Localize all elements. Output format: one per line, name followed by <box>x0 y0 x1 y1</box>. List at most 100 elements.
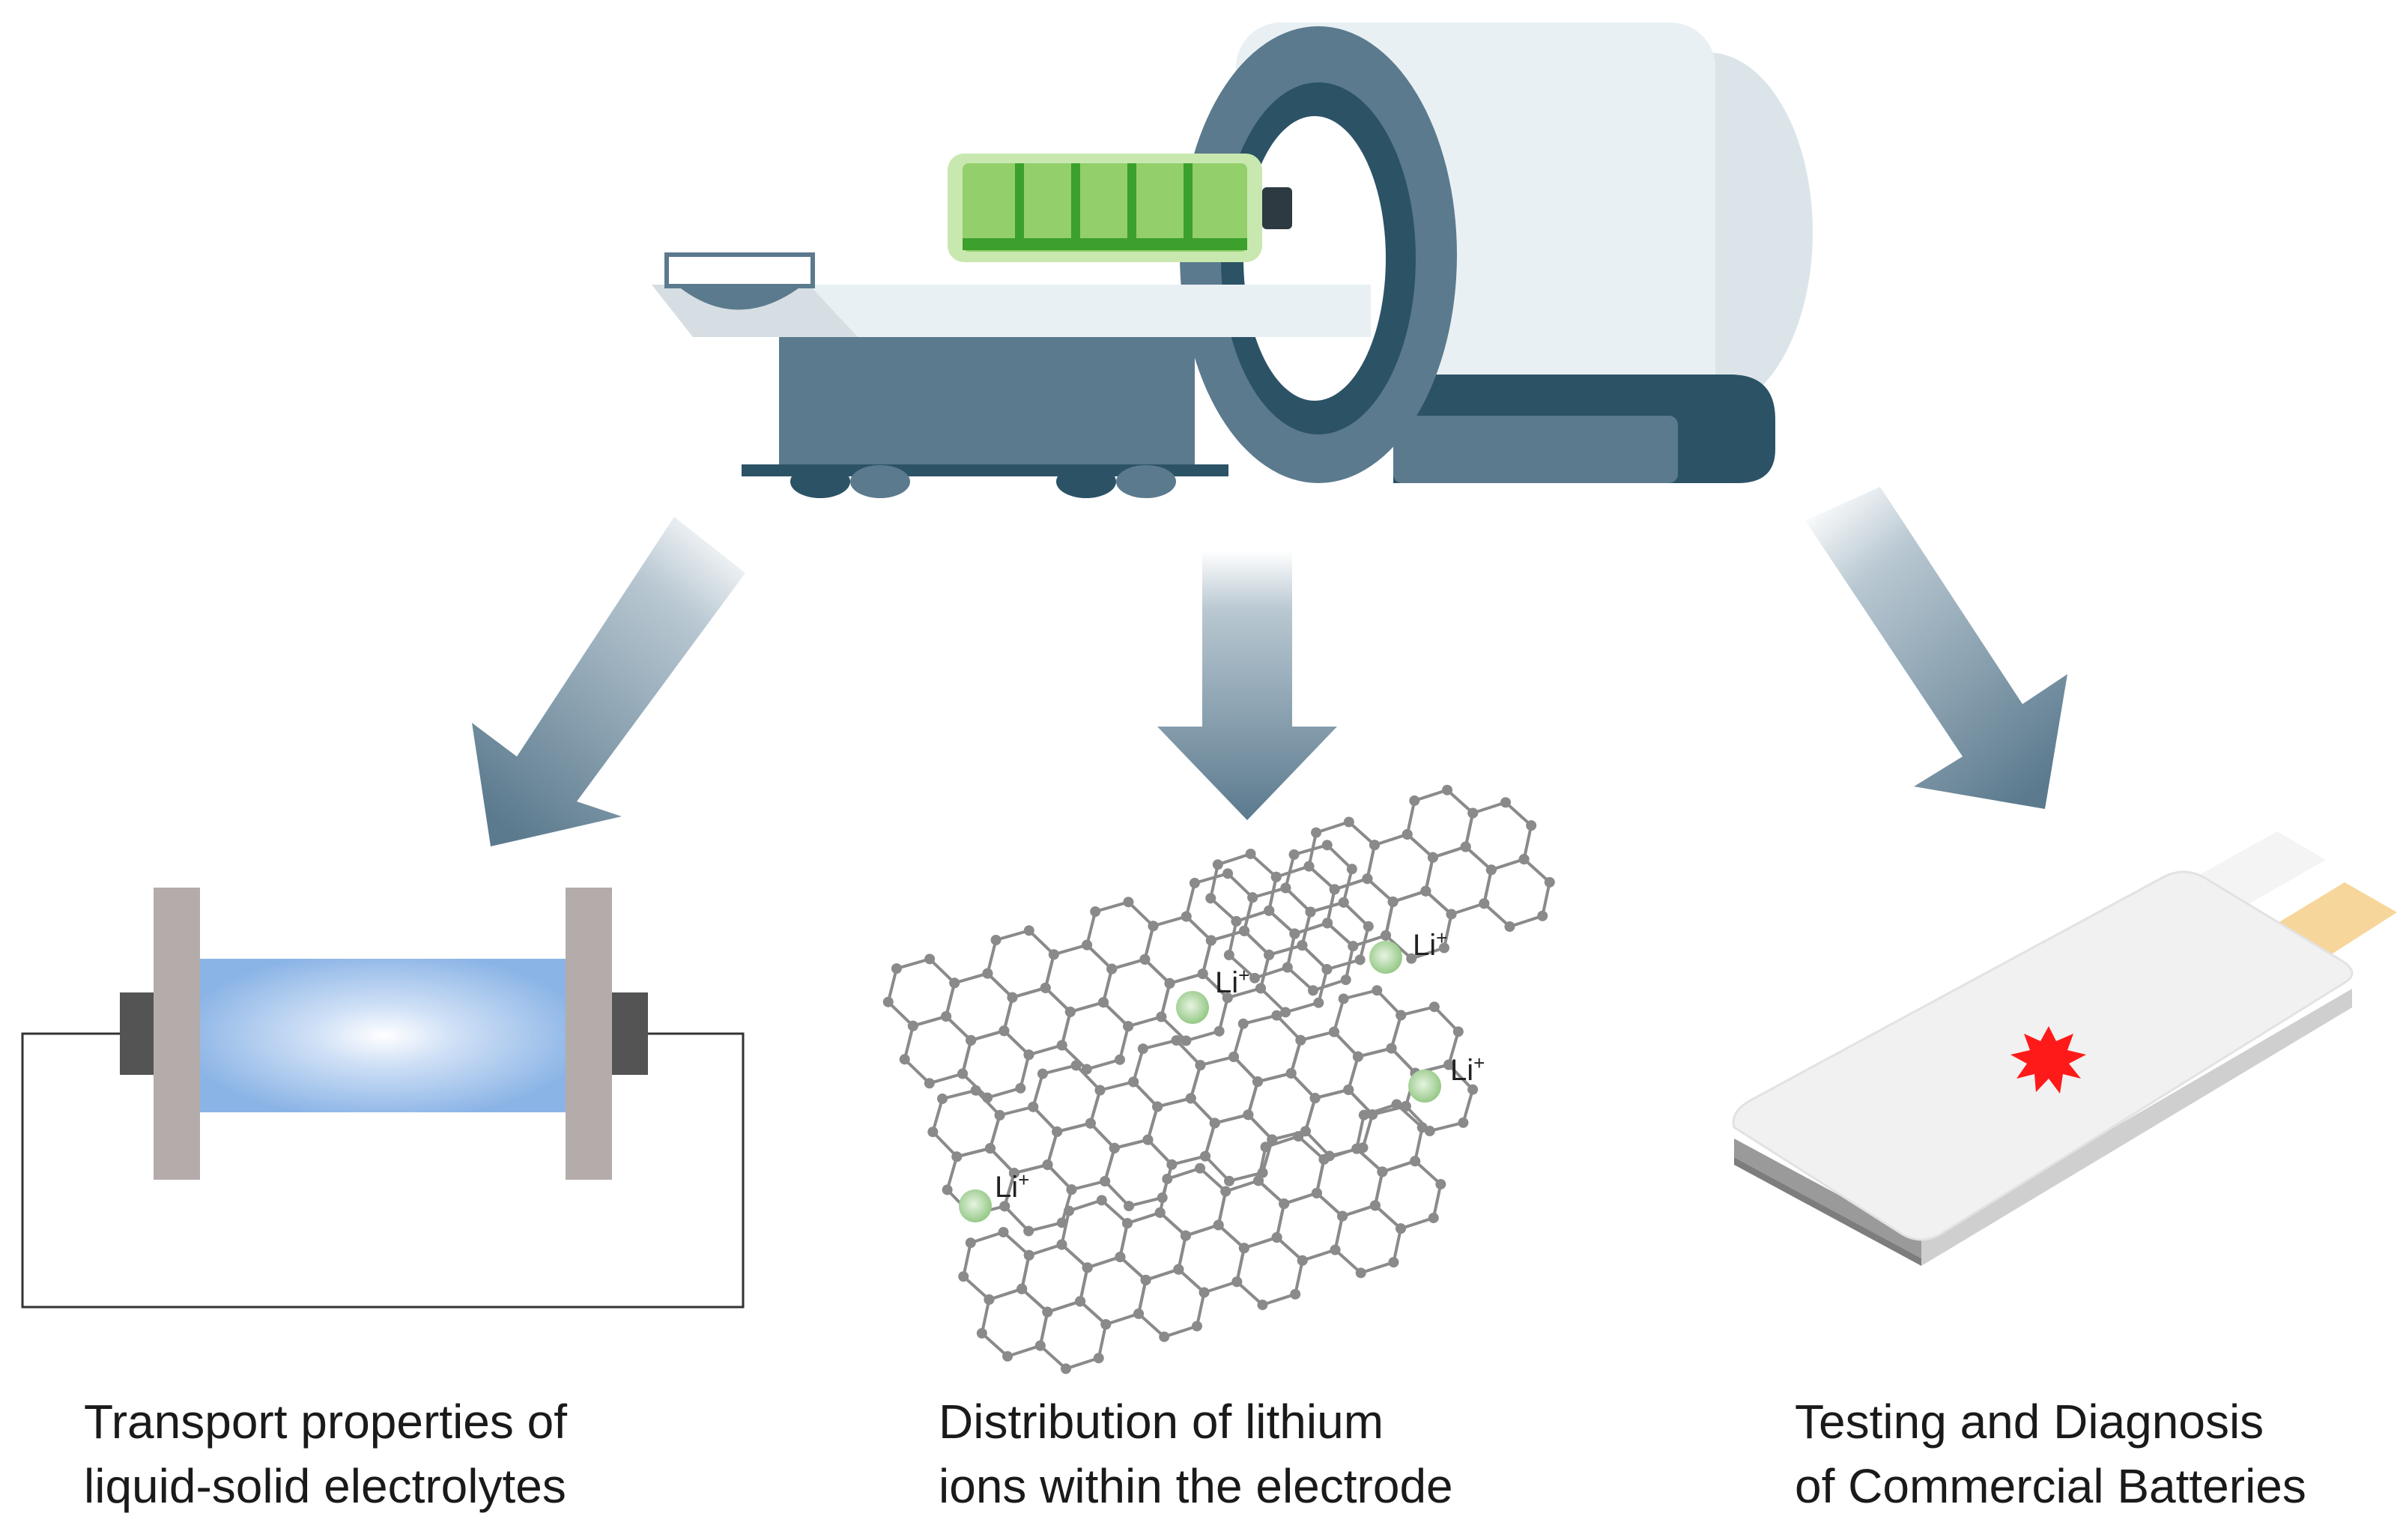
lattice-atom <box>1181 911 1192 922</box>
caption-line: Transport properties of <box>84 1395 568 1449</box>
lattice-atom <box>1037 1068 1048 1079</box>
lattice-atom <box>1228 1051 1240 1062</box>
lattice-atom <box>1443 1059 1455 1070</box>
lattice-atom <box>1156 1011 1167 1022</box>
caption-transport-properties: Transport properties of liquid-solid ele… <box>84 1389 567 1518</box>
lattice-atom <box>1285 1067 1297 1079</box>
lithium-ion-label: Li+ <box>1413 927 1447 962</box>
pouch-battery-icon <box>1732 831 2397 1266</box>
lattice-atom <box>1396 1223 1407 1234</box>
lattice-atom <box>1337 1210 1348 1222</box>
lattice-atom <box>1252 1076 1264 1088</box>
lattice-atom <box>965 1237 976 1249</box>
lattice-atom <box>1123 897 1134 908</box>
lattice-atom <box>1338 993 1349 1004</box>
mri-wheel <box>850 465 910 498</box>
lattice-atom <box>1387 896 1399 907</box>
lattice-atom <box>1289 928 1300 939</box>
lithium-ion-icon <box>1408 1070 1441 1103</box>
lattice-atom <box>1352 1051 1363 1062</box>
lattice-atom <box>1307 985 1318 996</box>
lattice-atom <box>1343 816 1354 828</box>
lattice-atom <box>970 1085 981 1096</box>
lattice-atom <box>1090 906 1101 917</box>
lattice-atom <box>976 1327 987 1339</box>
lattice-atom <box>1040 982 1051 993</box>
lattice-atom <box>1338 897 1349 908</box>
lattice-atom <box>1231 915 1242 927</box>
lattice-atom <box>1388 1257 1399 1268</box>
lattice-atom <box>1282 962 1293 973</box>
lattice-atom <box>1369 840 1380 851</box>
lattice-atom <box>1082 1262 1093 1273</box>
lattice-atom <box>990 935 1001 946</box>
lattice-atom <box>1377 1166 1388 1177</box>
graphite-lattice-icon <box>882 784 1555 1374</box>
lattice-atom <box>1064 1205 1075 1216</box>
lattice-atom <box>1220 1186 1231 1197</box>
lattice-atom <box>1321 840 1333 851</box>
lattice-atom <box>1264 949 1275 960</box>
lattice-atom <box>1034 1340 1046 1351</box>
lattice-atom <box>1381 930 1392 941</box>
caption-line: of Commercial Batteries <box>1795 1459 2306 1513</box>
lattice-atom <box>1066 1184 1077 1195</box>
lattice-atom <box>1442 784 1453 795</box>
lattice-atom <box>1435 1178 1446 1189</box>
lattice-atom <box>1133 1308 1145 1319</box>
lattice-atom <box>1311 827 1322 838</box>
lattice-atom <box>994 1109 1005 1121</box>
electrode-plate-left <box>154 888 200 1180</box>
mri-wheel <box>1116 465 1176 498</box>
lattice-atom <box>1460 841 1471 852</box>
lattice-atom <box>1222 868 1234 879</box>
lattice-atom <box>1142 1134 1154 1145</box>
battery-side-left <box>1734 1139 1921 1258</box>
lattice-atom <box>1205 893 1216 904</box>
lattice-atom <box>1340 974 1351 986</box>
lattice-atom <box>1222 992 1233 1004</box>
lattice-atom <box>1223 949 1234 960</box>
lattice-atom <box>1479 898 1490 909</box>
lattice-atom <box>1100 1176 1111 1187</box>
lattice-atom <box>966 1034 977 1046</box>
lattice-atom <box>1023 1225 1034 1237</box>
lattice-atom <box>942 1184 953 1195</box>
lattice-atom <box>1446 909 1457 920</box>
lattice-atom <box>1060 1363 1071 1374</box>
lattice-atom <box>1115 1252 1126 1263</box>
circuit-wire <box>21 1032 745 1309</box>
battery-icon <box>948 154 1292 262</box>
lattice-atom <box>1166 1159 1178 1170</box>
lattice-atom <box>907 1020 918 1031</box>
mri-wheel <box>790 465 850 498</box>
lattice-atom <box>1264 905 1275 916</box>
lattice-atom <box>957 1068 969 1079</box>
lattice-atom <box>1293 1131 1304 1142</box>
caption-line: Distribution of lithium <box>939 1395 1384 1449</box>
lattice-atom <box>1330 1244 1341 1255</box>
lattice-atom <box>1016 1283 1028 1294</box>
lattice-atom <box>1106 963 1118 974</box>
arrow-down-right-icon <box>1805 487 2067 809</box>
lattice-atom <box>1402 828 1413 840</box>
lattice-atom <box>1270 871 1282 882</box>
lattice-atom <box>1500 797 1511 808</box>
lattice-atom <box>924 1078 935 1089</box>
lattice-atom <box>941 1010 952 1022</box>
mri-headrest-frame <box>664 252 815 288</box>
lattice-atom <box>1363 921 1374 932</box>
lattice-atom <box>1290 1288 1301 1300</box>
lattice-atom <box>1159 1331 1170 1342</box>
lattice-atom <box>1391 1099 1402 1110</box>
lattice-atom <box>1372 985 1383 996</box>
electrolyte-cell-icon <box>21 888 745 1309</box>
lattice-atom <box>1297 1255 1308 1266</box>
lattice-atom <box>1537 910 1548 921</box>
lattice-atom <box>1297 940 1308 951</box>
lattice-atom <box>1467 1084 1479 1095</box>
lattice-atom <box>998 1227 1009 1238</box>
lattice-atom <box>1098 997 1109 1008</box>
lattice-atom <box>1212 859 1223 870</box>
